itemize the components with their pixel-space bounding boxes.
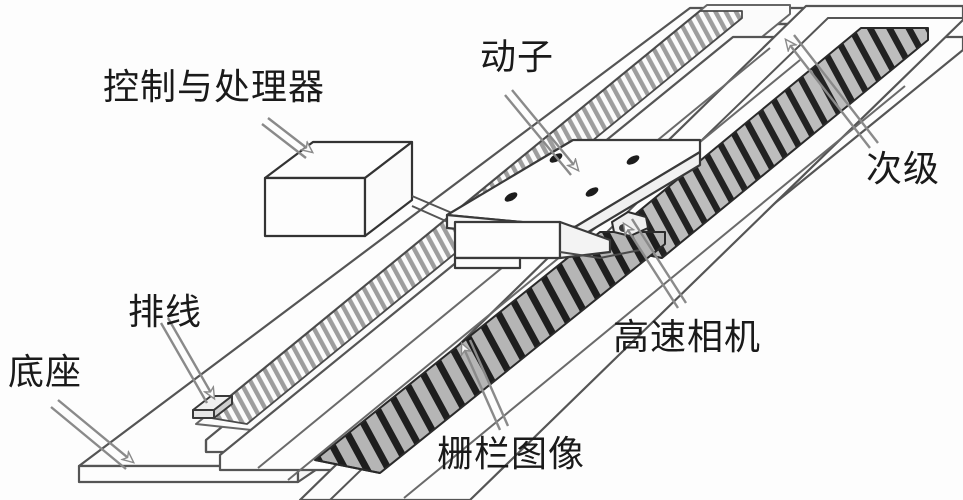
grating-strip xyxy=(314,231,666,474)
mover-block xyxy=(445,138,702,270)
leader-arrows xyxy=(50,34,879,470)
arrow-controller xyxy=(261,117,312,159)
controller-cable-stub xyxy=(411,195,453,223)
label-cable: 排线 xyxy=(128,292,203,333)
label-mover: 动子 xyxy=(480,37,555,78)
mover-cable xyxy=(559,249,641,260)
arrow-grating xyxy=(462,339,510,431)
controller-box xyxy=(263,140,414,238)
label-controller: 控制与处理器 xyxy=(103,67,326,108)
label-secondary: 次级 xyxy=(866,149,941,190)
label-base: 底座 xyxy=(8,352,83,393)
arrow-secondary xyxy=(786,34,879,149)
arrow-cable xyxy=(159,317,214,404)
arrow-mover xyxy=(504,89,578,176)
label-camera: 高速相机 xyxy=(613,317,762,358)
arrow-camera xyxy=(624,218,688,309)
arrow-base xyxy=(50,399,133,470)
label-grating-image: 栅栏图像 xyxy=(437,434,586,475)
